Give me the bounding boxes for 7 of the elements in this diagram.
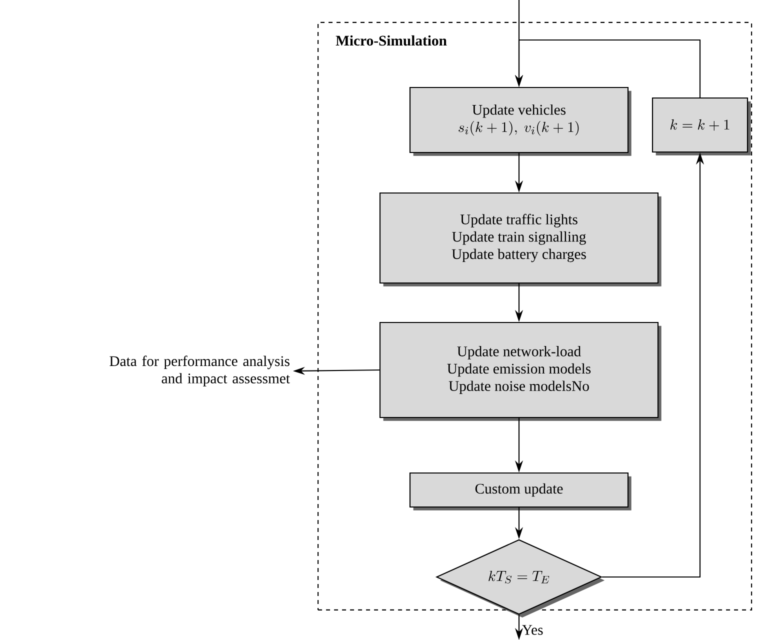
edge-label: Yes (522, 625, 543, 635)
process-box: Update traffic lights Update train signalling Update battery charges (379, 192, 662, 286)
process-box: Update vehicles $s_i(k+1),\ v_i(k+1)$ (409, 86, 632, 156)
process-box: $k = k + 1$ (652, 97, 751, 156)
process-box: Update network-load Update emission models Update noise modelsNo (379, 322, 662, 421)
output-text: Data for performance analysis and impact assessmet (110, 356, 290, 386)
process-box: Custom update (409, 472, 632, 510)
